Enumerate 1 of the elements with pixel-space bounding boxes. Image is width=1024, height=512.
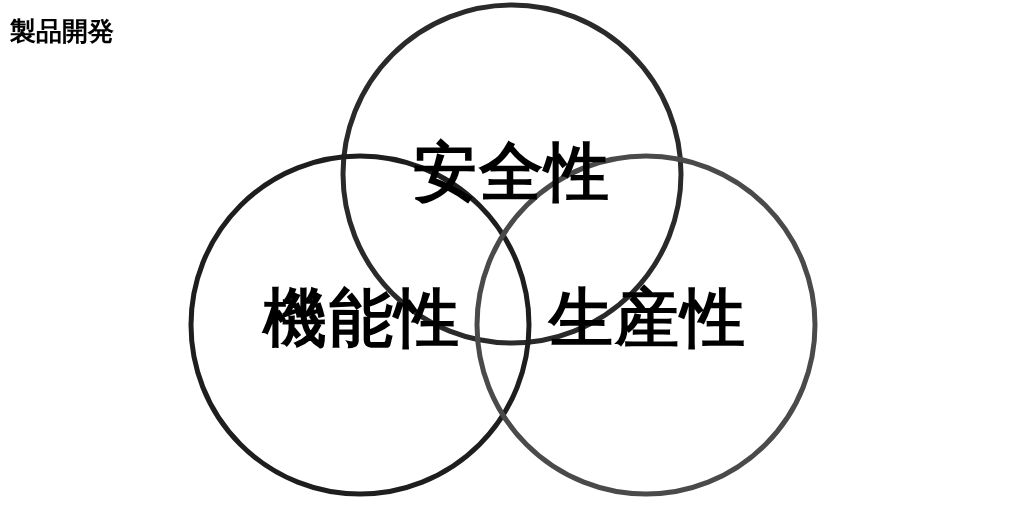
diagram-title: 製品開発	[10, 15, 114, 48]
